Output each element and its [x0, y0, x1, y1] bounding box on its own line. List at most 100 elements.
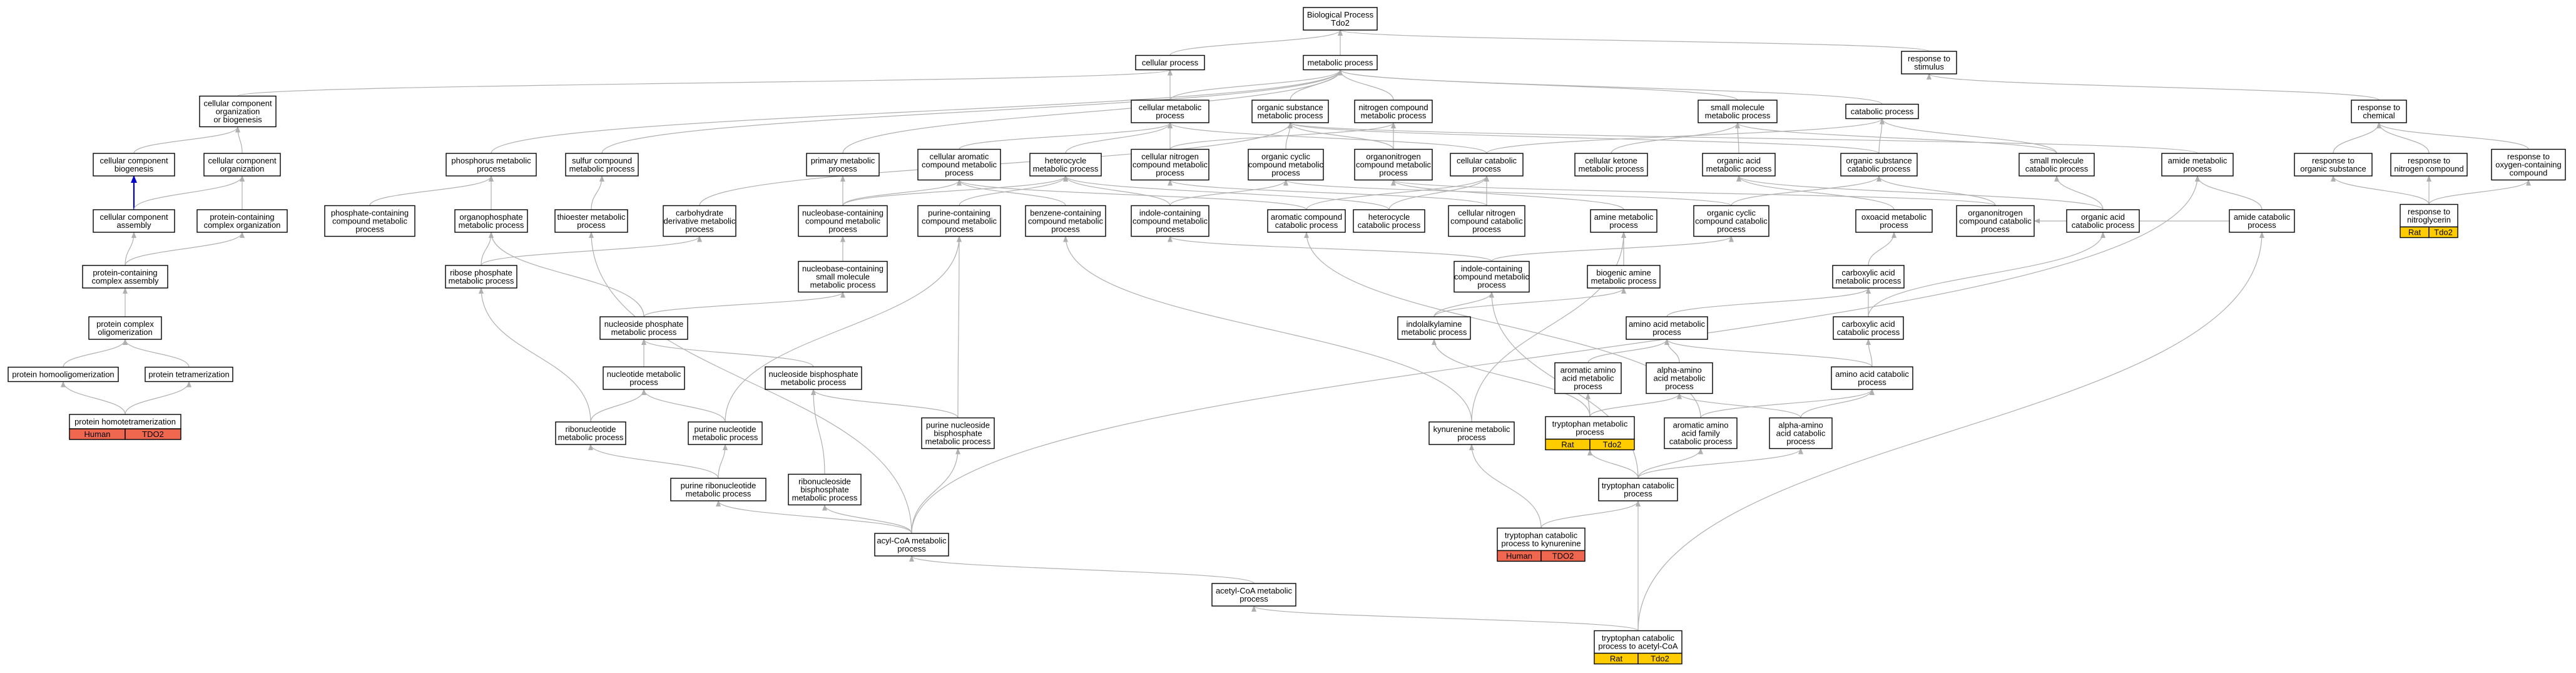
go-node-phomo[interactable]: protein homooligomerization [8, 366, 119, 383]
go-edge [1880, 118, 2057, 154]
go-node-label: process [2248, 220, 2276, 230]
go-node-cp[interactable]: cellular process [1135, 54, 1205, 71]
go-node-mp[interactable]: metabolic process [1303, 54, 1378, 71]
go-node-catp[interactable]: catabolic process [1845, 103, 1919, 120]
go-edge [591, 175, 604, 210]
go-node-label: tryptophan catabolic [1505, 531, 1578, 540]
go-node-label: metabolic process [1836, 276, 1901, 285]
go-node-ptetra[interactable]: protein tetramerization [145, 366, 233, 383]
go-edge [1736, 175, 2104, 210]
go-node-box [1354, 148, 1433, 181]
go-node-label: oxygen-containing [2495, 160, 2562, 170]
go-node-label: cellular nitrogen [1141, 152, 1199, 162]
go-node-box [1545, 416, 1635, 440]
go-node-label: cellular catabolic [1457, 156, 1517, 165]
go-node-box [1428, 421, 1515, 445]
go-node-box [1135, 54, 1205, 71]
go-edge [601, 69, 1343, 154]
go-node-box [765, 366, 862, 390]
go-node-label: cellular ketone [1585, 156, 1637, 165]
go-node-label: phosphorus metabolic [451, 156, 531, 165]
